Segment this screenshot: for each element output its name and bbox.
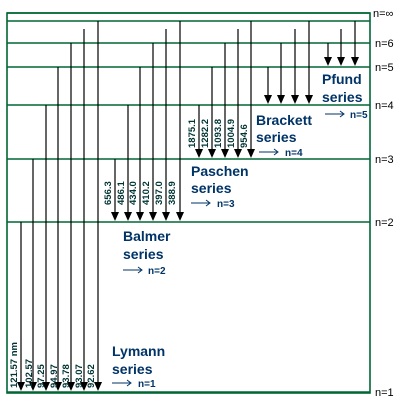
wavelength-label: 410.2	[141, 181, 152, 205]
balmer-series-subtitle: series	[123, 246, 164, 262]
wavelength-label: 1004.9	[226, 119, 237, 148]
balmer-arrowhead-icon	[176, 212, 184, 221]
wavelength-label: 486.1	[116, 181, 127, 205]
brackett-series-title: Brackett	[256, 112, 312, 128]
paschen-n-label: n=3	[217, 199, 235, 210]
wavelength-label: 397.0	[154, 181, 165, 205]
balmer-arrowhead-icon	[162, 212, 170, 221]
wavelength-label: 102.57	[24, 359, 35, 388]
balmer-arrowhead-icon	[124, 212, 132, 221]
brackett-arrowhead-icon	[277, 95, 285, 104]
wavelength-label: 954.6	[239, 124, 250, 148]
wavelength-label: 656.3	[103, 181, 114, 205]
pfund-arrowhead-icon	[337, 57, 345, 66]
paschen-arrowhead-icon	[247, 149, 255, 158]
paschen-wavelengths: 1875.1 1282.2 1093.8 1004.9 954.6	[187, 118, 250, 148]
lyman-arrowhead-icon	[17, 382, 25, 391]
level-label-n1: n=1	[375, 387, 394, 399]
paschen-arrowhead-icon	[221, 149, 229, 158]
level-label-n2: n=2	[375, 217, 394, 229]
lyman-arrowhead-icon	[126, 379, 132, 387]
lyman-arrowhead-icon	[67, 382, 75, 391]
lyman-wavelengths: 121.57 nm 102.57 97.25 94.97 93.78 93.07…	[9, 342, 97, 388]
brackett-arrowhead-icon	[305, 95, 313, 104]
transition-arrows	[17, 21, 359, 391]
lyman-arrowhead-icon	[42, 382, 50, 391]
level-label-n4: n=4	[375, 100, 394, 112]
balmer-series-title: Balmer	[123, 228, 171, 244]
paschen-arrowhead-icon	[205, 199, 211, 207]
wavelength-label: 92.62	[86, 364, 97, 388]
pfund-n-label: n=5	[350, 110, 368, 121]
paschen-arrowhead-icon	[234, 149, 242, 158]
wavelength-label: 97.25	[36, 364, 47, 388]
lyman-arrowhead-icon	[94, 382, 102, 391]
paschen-series-subtitle: series	[191, 180, 232, 196]
brackett-arrowhead-icon	[264, 95, 272, 104]
pfund-series-title: Pfund	[322, 71, 362, 87]
lyman-arrowhead-icon	[80, 382, 88, 391]
wavelength-label: 93.07	[74, 364, 85, 388]
lyman-n-label: n=1	[138, 379, 156, 390]
lyman-series-title: Lymann	[112, 343, 165, 359]
pfund-series-subtitle: series	[322, 89, 363, 105]
lyman-arrowhead-icon	[54, 382, 62, 391]
balmer-arrowhead-icon	[111, 212, 119, 221]
wavelength-label: 94.97	[49, 364, 60, 388]
wavelength-label: 434.0	[128, 181, 139, 205]
paschen-arrowhead-icon	[208, 149, 216, 158]
paschen-arrowhead-icon	[195, 149, 203, 158]
wavelength-label: 388.9	[167, 181, 178, 205]
level-label-n5: n=5	[375, 62, 394, 74]
pfund-arrowhead-icon	[339, 110, 345, 118]
diagram-frame	[6, 12, 371, 394]
wavelength-label: 1093.8	[213, 119, 224, 148]
balmer-n-label: n=2	[148, 266, 166, 277]
wavelength-label: 1282.2	[200, 119, 211, 148]
balmer-arrowhead-icon	[137, 266, 143, 274]
wavelength-label: 1875.1	[187, 118, 198, 148]
lyman-arrowhead-icon	[29, 382, 37, 391]
paschen-series-title: Paschen	[191, 163, 249, 179]
level-label-n3: n=3	[375, 154, 394, 166]
balmer-arrowhead-icon	[136, 212, 144, 221]
brackett-n-label: n=4	[285, 148, 303, 159]
brackett-arrowhead-icon	[291, 95, 299, 104]
pfund-arrowhead-icon	[324, 57, 332, 66]
wavelength-label: 121.57 nm	[9, 342, 20, 388]
balmer-arrowhead-icon	[149, 212, 157, 221]
level-label-inf: n=∞	[373, 8, 393, 20]
lyman-series-subtitle: series	[112, 361, 153, 377]
level-label-n6: n=6	[375, 38, 394, 50]
brackett-series-subtitle: series	[256, 129, 297, 145]
brackett-arrowhead-icon	[273, 148, 279, 156]
wavelength-label: 93.78	[61, 364, 72, 388]
pfund-arrowhead-icon	[351, 57, 359, 66]
balmer-wavelengths: 656.3 486.1 434.0 410.2 397.0 388.9	[103, 181, 178, 205]
